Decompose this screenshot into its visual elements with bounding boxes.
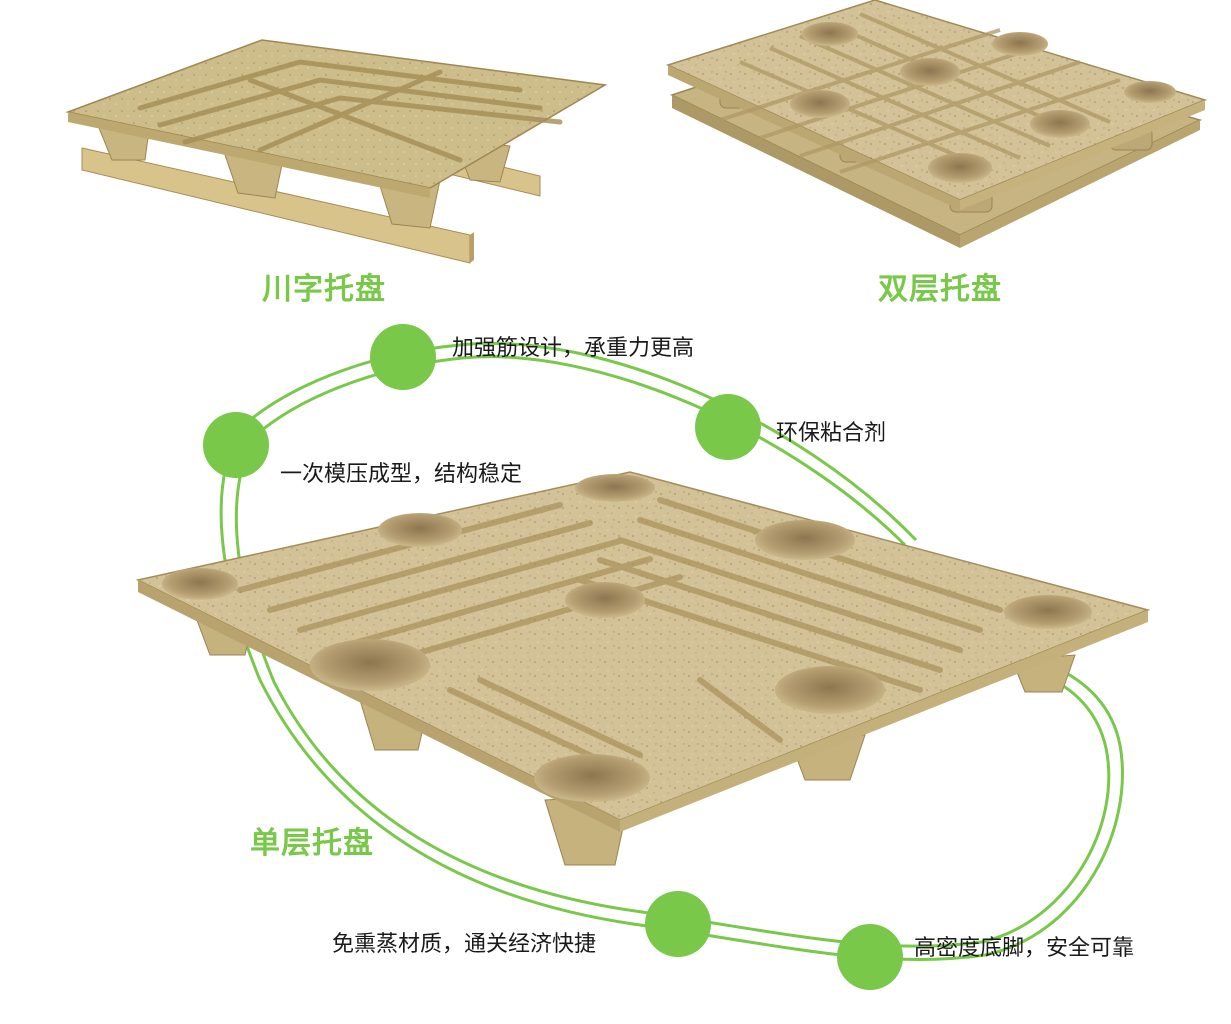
- green-ring: [219, 341, 1124, 962]
- feature-adhesive-label: 环保粘合剂: [776, 421, 887, 446]
- title-chuan-pallet: 川字托盘: [262, 272, 386, 307]
- feature-fumigation-label: 免熏蒸材质，通关经济快捷: [332, 932, 597, 957]
- feature-feet-label: 高密度底脚，安全可靠: [914, 936, 1135, 961]
- double-layer-pallet-image: [665, 0, 1208, 248]
- chuan-pallet-image: [65, 39, 608, 264]
- feature-ribs-label: 加强筋设计，承重力更高: [452, 336, 695, 361]
- title-single-layer-pallet: 单层托盘: [250, 826, 374, 861]
- feature-dot-fumigation: [645, 891, 711, 957]
- feature-molding-label: 一次模压成型，结构稳定: [280, 462, 523, 487]
- feature-dot-molding: [203, 412, 269, 478]
- feature-dot-adhesive: [695, 394, 761, 460]
- feature-dots: [203, 324, 903, 990]
- feature-dot-feet: [837, 924, 903, 990]
- single-layer-pallet-image: [135, 471, 1151, 866]
- feature-dot-ribs: [370, 324, 436, 390]
- title-double-layer-pallet: 双层托盘: [878, 272, 1002, 307]
